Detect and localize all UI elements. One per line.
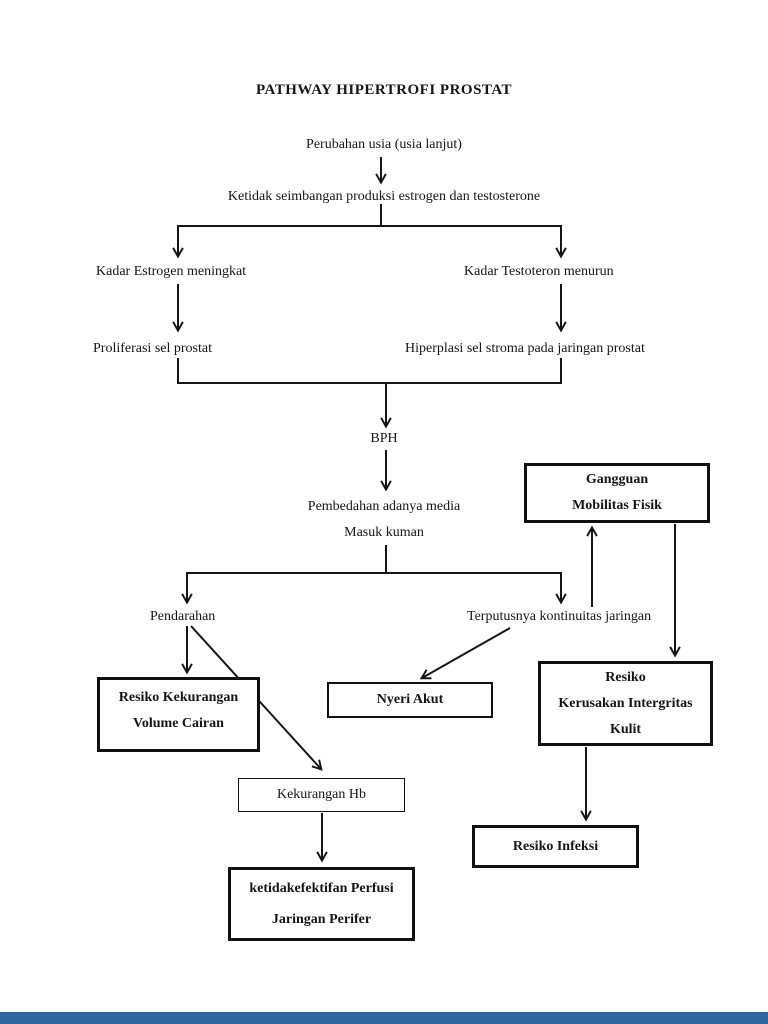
node-terputusnya: Terputusnya kontinuitas jaringan xyxy=(467,609,652,624)
box-gangguan-line2: Mobilitas Fisik xyxy=(572,498,662,513)
box-kekurangan-hb-line1: Kekurangan Hb xyxy=(276,787,367,802)
box-resiko-kerusakan-line3: Kulit xyxy=(609,721,642,737)
node-kadar-testoteron: Kadar Testoteron menurun xyxy=(464,264,614,279)
node-bph: BPH xyxy=(370,431,398,446)
box-resiko-kekurangan-volume-cairan: Resiko Kekurangan Volume Cairan xyxy=(97,677,260,752)
node-pembedahan-line1: Pembedahan adanya media xyxy=(307,499,461,514)
node-ketidakseimbangan: Ketidak seimbangan produksi estrogen dan… xyxy=(227,189,541,204)
box-perfusi-line1: ketidakefektifan Perfusi xyxy=(249,881,394,896)
box-resiko-kerusakan-line2: Kerusakan Intergritas xyxy=(558,695,693,711)
box-ketidakefektifan-perfusi-jaringan-perifer: ketidakefektifan Perfusi Jaringan Perife… xyxy=(228,867,415,941)
arrow-terputusnya-to-nyeri-akut xyxy=(419,627,511,680)
box-resiko-kerusakan-intergritas-kulit: Resiko Kerusakan Intergritas Kulit xyxy=(538,661,713,746)
box-resiko-kekurangan-line2: Volume Cairan xyxy=(133,716,224,731)
box-resiko-infeksi-line1: Resiko Infeksi xyxy=(512,838,599,854)
box-resiko-kekurangan-line1: Resiko Kekurangan xyxy=(118,690,239,705)
box-resiko-infeksi: Resiko Infeksi xyxy=(472,825,639,868)
node-perubahan-usia: Perubahan usia (usia lanjut) xyxy=(306,137,462,152)
box-gangguan-line1: Gangguan xyxy=(585,472,649,487)
page-title: PATHWAY HIPERTROFI PROSTAT xyxy=(255,82,513,98)
node-kadar-estrogen: Kadar Estrogen meningkat xyxy=(96,264,247,279)
box-kekurangan-hb: Kekurangan Hb xyxy=(238,778,405,812)
node-pendarahan: Pendarahan xyxy=(150,609,216,624)
box-gangguan-mobilitas-fisik: Gangguan Mobilitas Fisik xyxy=(524,463,710,523)
node-proliferasi: Proliferasi sel prostat xyxy=(93,341,212,356)
box-perfusi-line2: Jaringan Perifer xyxy=(271,912,372,927)
box-resiko-kerusakan-line1: Resiko xyxy=(605,669,646,685)
box-nyeri-akut: Nyeri Akut xyxy=(327,682,493,718)
viewer-bottom-bar xyxy=(0,1012,768,1024)
box-nyeri-akut-line1: Nyeri Akut xyxy=(376,692,444,707)
node-pembedahan-line2: Masuk kuman xyxy=(344,525,424,540)
node-hiperplasi: Hiperplasi sel stroma pada jaringan pros… xyxy=(405,341,645,356)
